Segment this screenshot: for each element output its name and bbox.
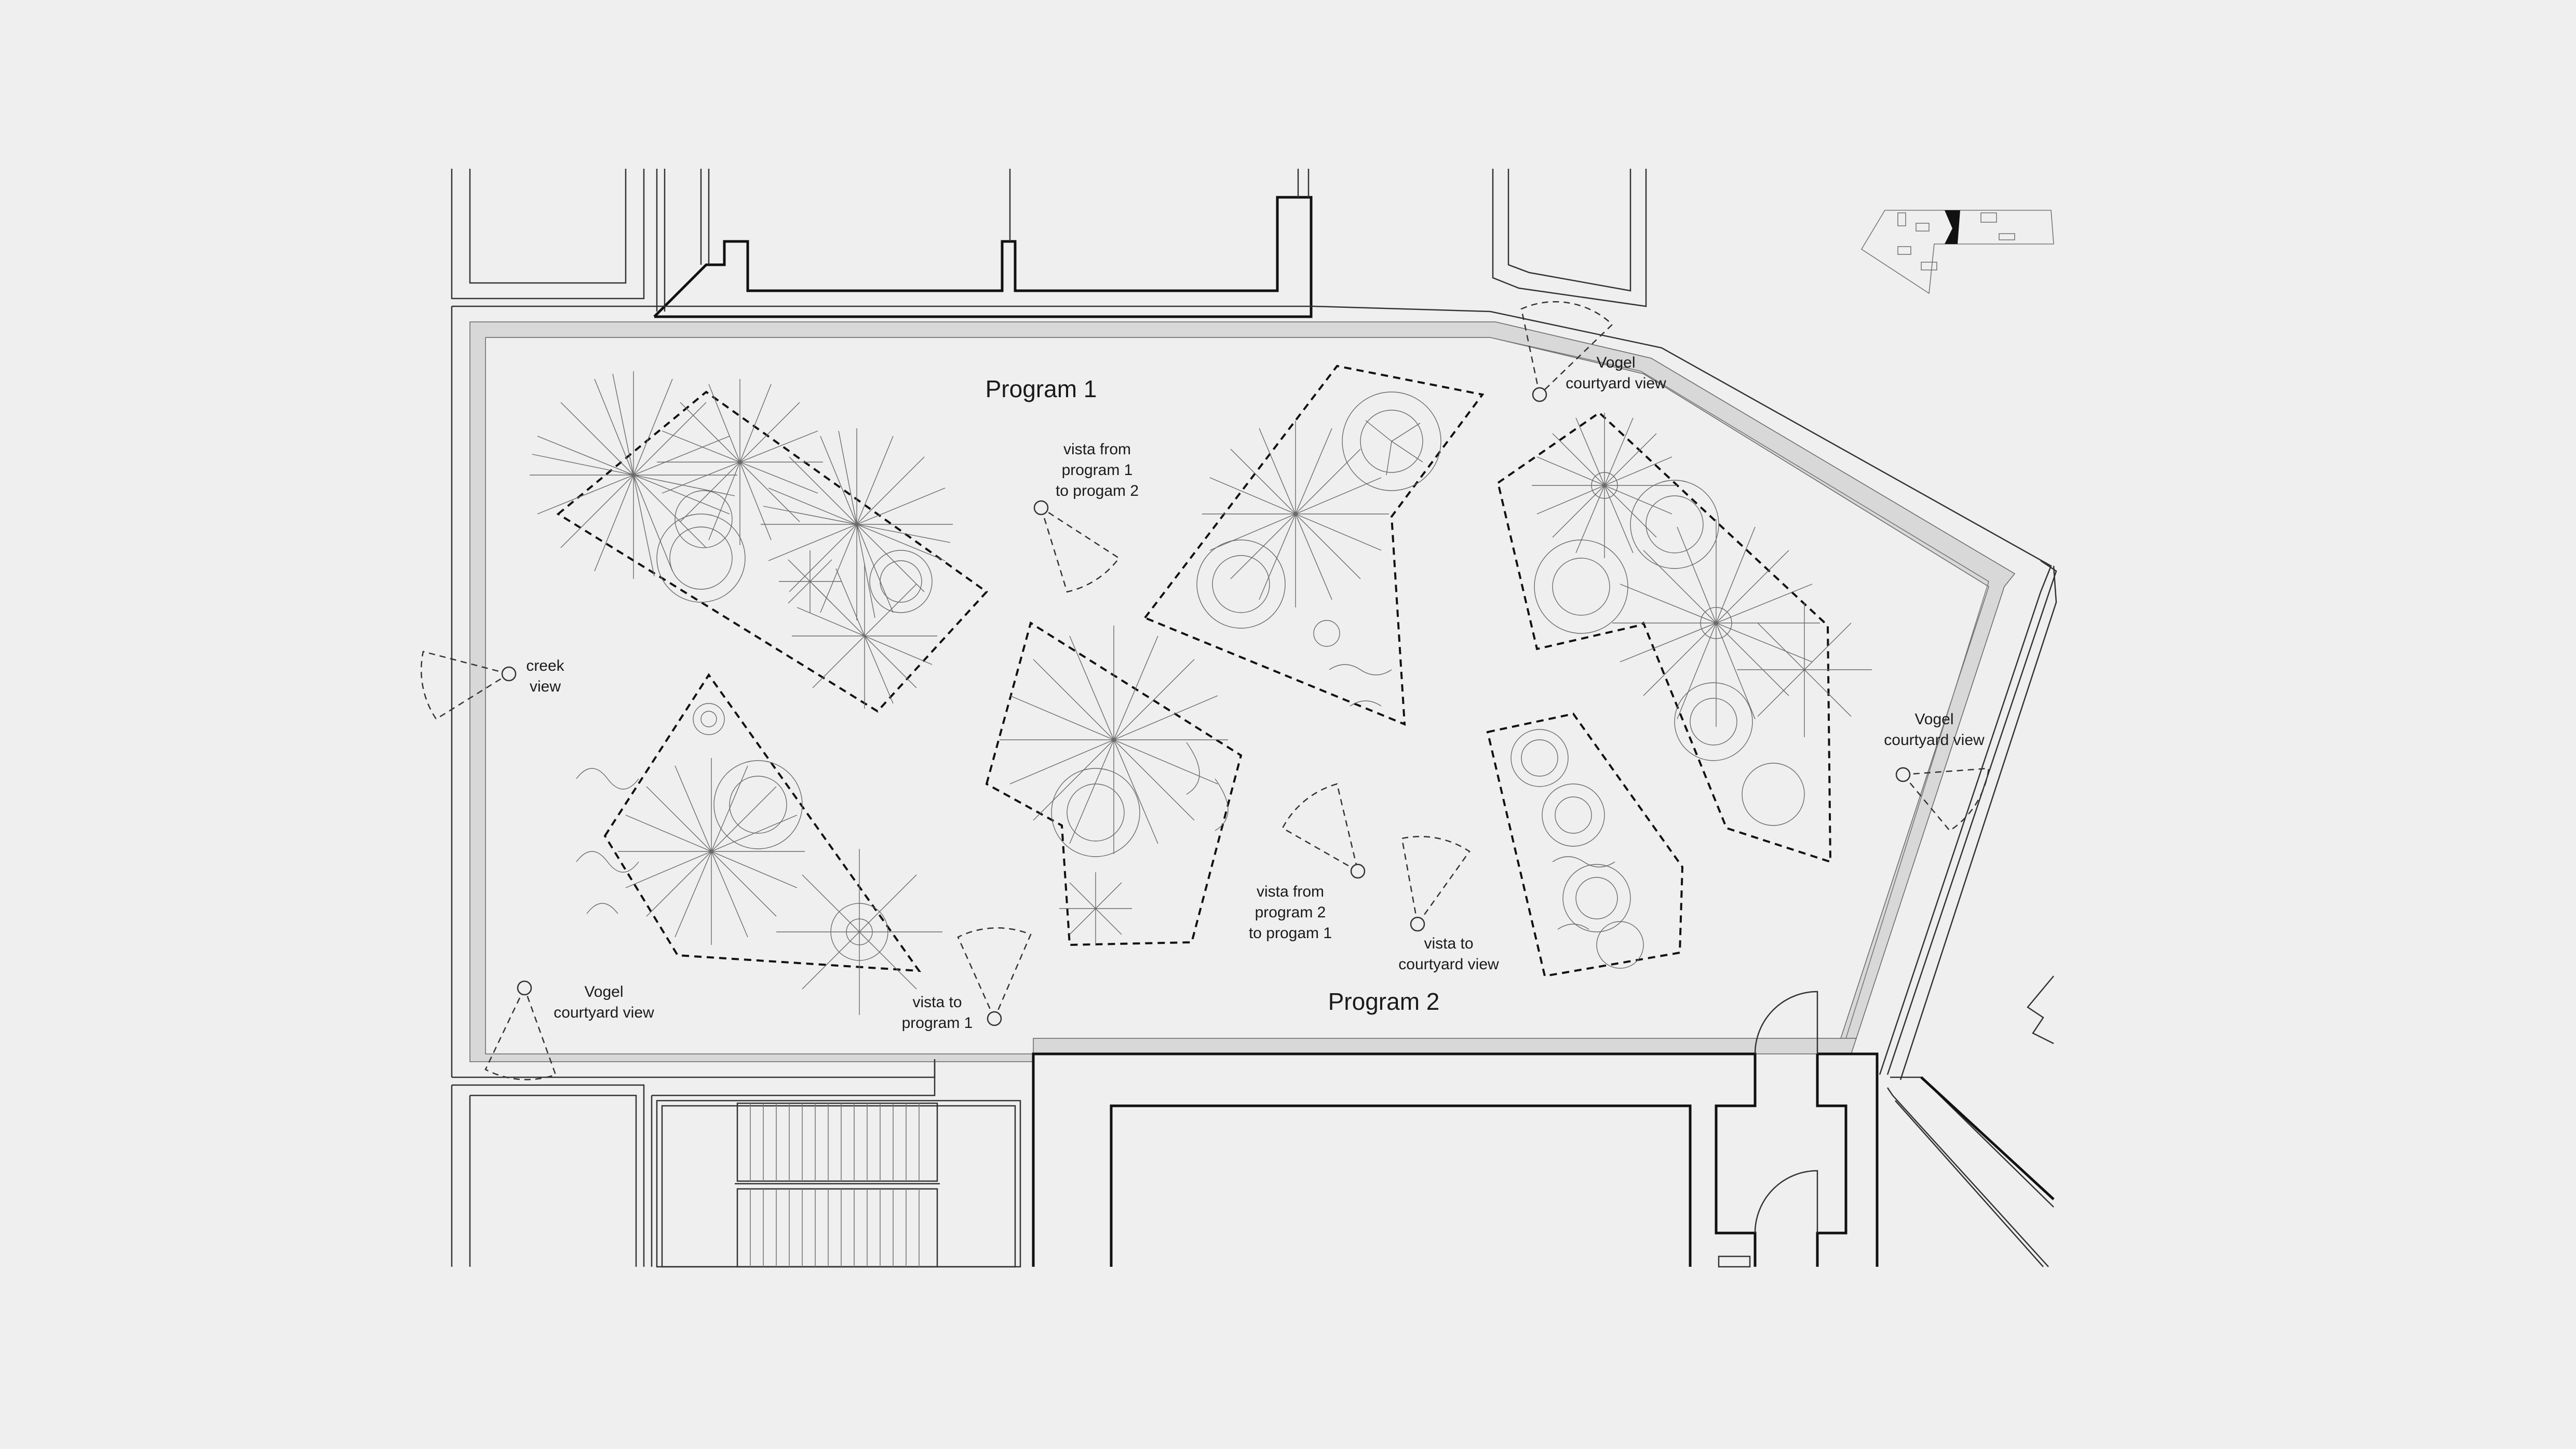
label-line: view [530,678,561,695]
key-map-icon [1860,210,2054,294]
view-cone-vista-courtyard [1401,836,1471,932]
planting-bed-6 [1486,712,1684,978]
label-line: Vogel [1596,354,1635,371]
planting-bed-1 [556,390,988,713]
label-line: courtyard view [1566,375,1666,392]
viewpoint-eye-icon [987,1011,1002,1026]
label-line: vista from [1257,883,1324,900]
view-cone-vogel-bottom-left [484,980,557,1080]
label-vista-p1-p2: vista from program 1 to progam 2 [1056,441,1139,499]
planting-bed-5 [1496,411,1832,863]
planting-bed-4 [1143,364,1485,726]
stair-treads [750,1103,920,1267]
zone-label-program-2: Program 2 [1328,988,1440,1015]
planting-bed-3 [985,621,1243,946]
viewpoint-eye-icon [1350,863,1366,879]
viewpoint-eye-icon [1532,387,1547,402]
door-swing [1754,991,1818,1234]
label-vista-courtyard: vista to courtyard view [1398,935,1499,973]
label-line: program 1 [902,1014,973,1032]
label-line: to progam 2 [1056,482,1139,499]
label-line: vista to [1424,935,1473,952]
label-vogel-right: Vogel courtyard view [1884,711,1985,749]
label-line: vista to [912,994,962,1011]
viewpoint-eye-icon [1033,500,1049,516]
label-line: program 1 [1062,462,1133,479]
label-vogel-bottom-left: Vogel courtyard view [554,983,654,1021]
view-cone-vista-p1-p2 [1033,500,1120,593]
view-cone-vista-to-p1 [957,927,1032,1026]
zone-label-program-1: Program 1 [986,375,1097,402]
viewpoint-eye-icon [1410,916,1425,932]
viewpoint-eye-icon [1895,767,1911,782]
view-cone-creek [421,651,517,720]
label-vista-to-p1: vista to program 1 [902,994,973,1032]
view-cone-vogel-top [1520,301,1613,402]
label-line: courtyard view [554,1004,654,1021]
label-line: courtyard view [1398,956,1499,973]
label-vogel-top: Vogel courtyard view [1566,354,1666,392]
label-line: to progam 1 [1249,925,1332,942]
label-vista-p2-p1: vista from program 2 to progam 1 [1249,883,1332,942]
planting-texture [530,371,1872,1015]
view-cone-vista-p2-p1 [1282,783,1366,879]
label-line: vista from [1063,441,1131,458]
label-line: Vogel [584,983,623,1000]
viewpoint-eye-icon [501,666,517,682]
label-line: program 2 [1255,904,1326,921]
label-line: courtyard view [1884,732,1985,749]
label-line: Vogel [1914,711,1953,728]
label-line: creek [526,657,564,674]
label-creek: creek view [526,657,564,695]
viewpoint-eye-icon [517,980,532,996]
stairs [735,1102,940,1268]
planting-bed-2 [603,673,922,972]
view-cone-vogel-right [1895,767,1990,832]
building-walls [451,169,2057,1268]
